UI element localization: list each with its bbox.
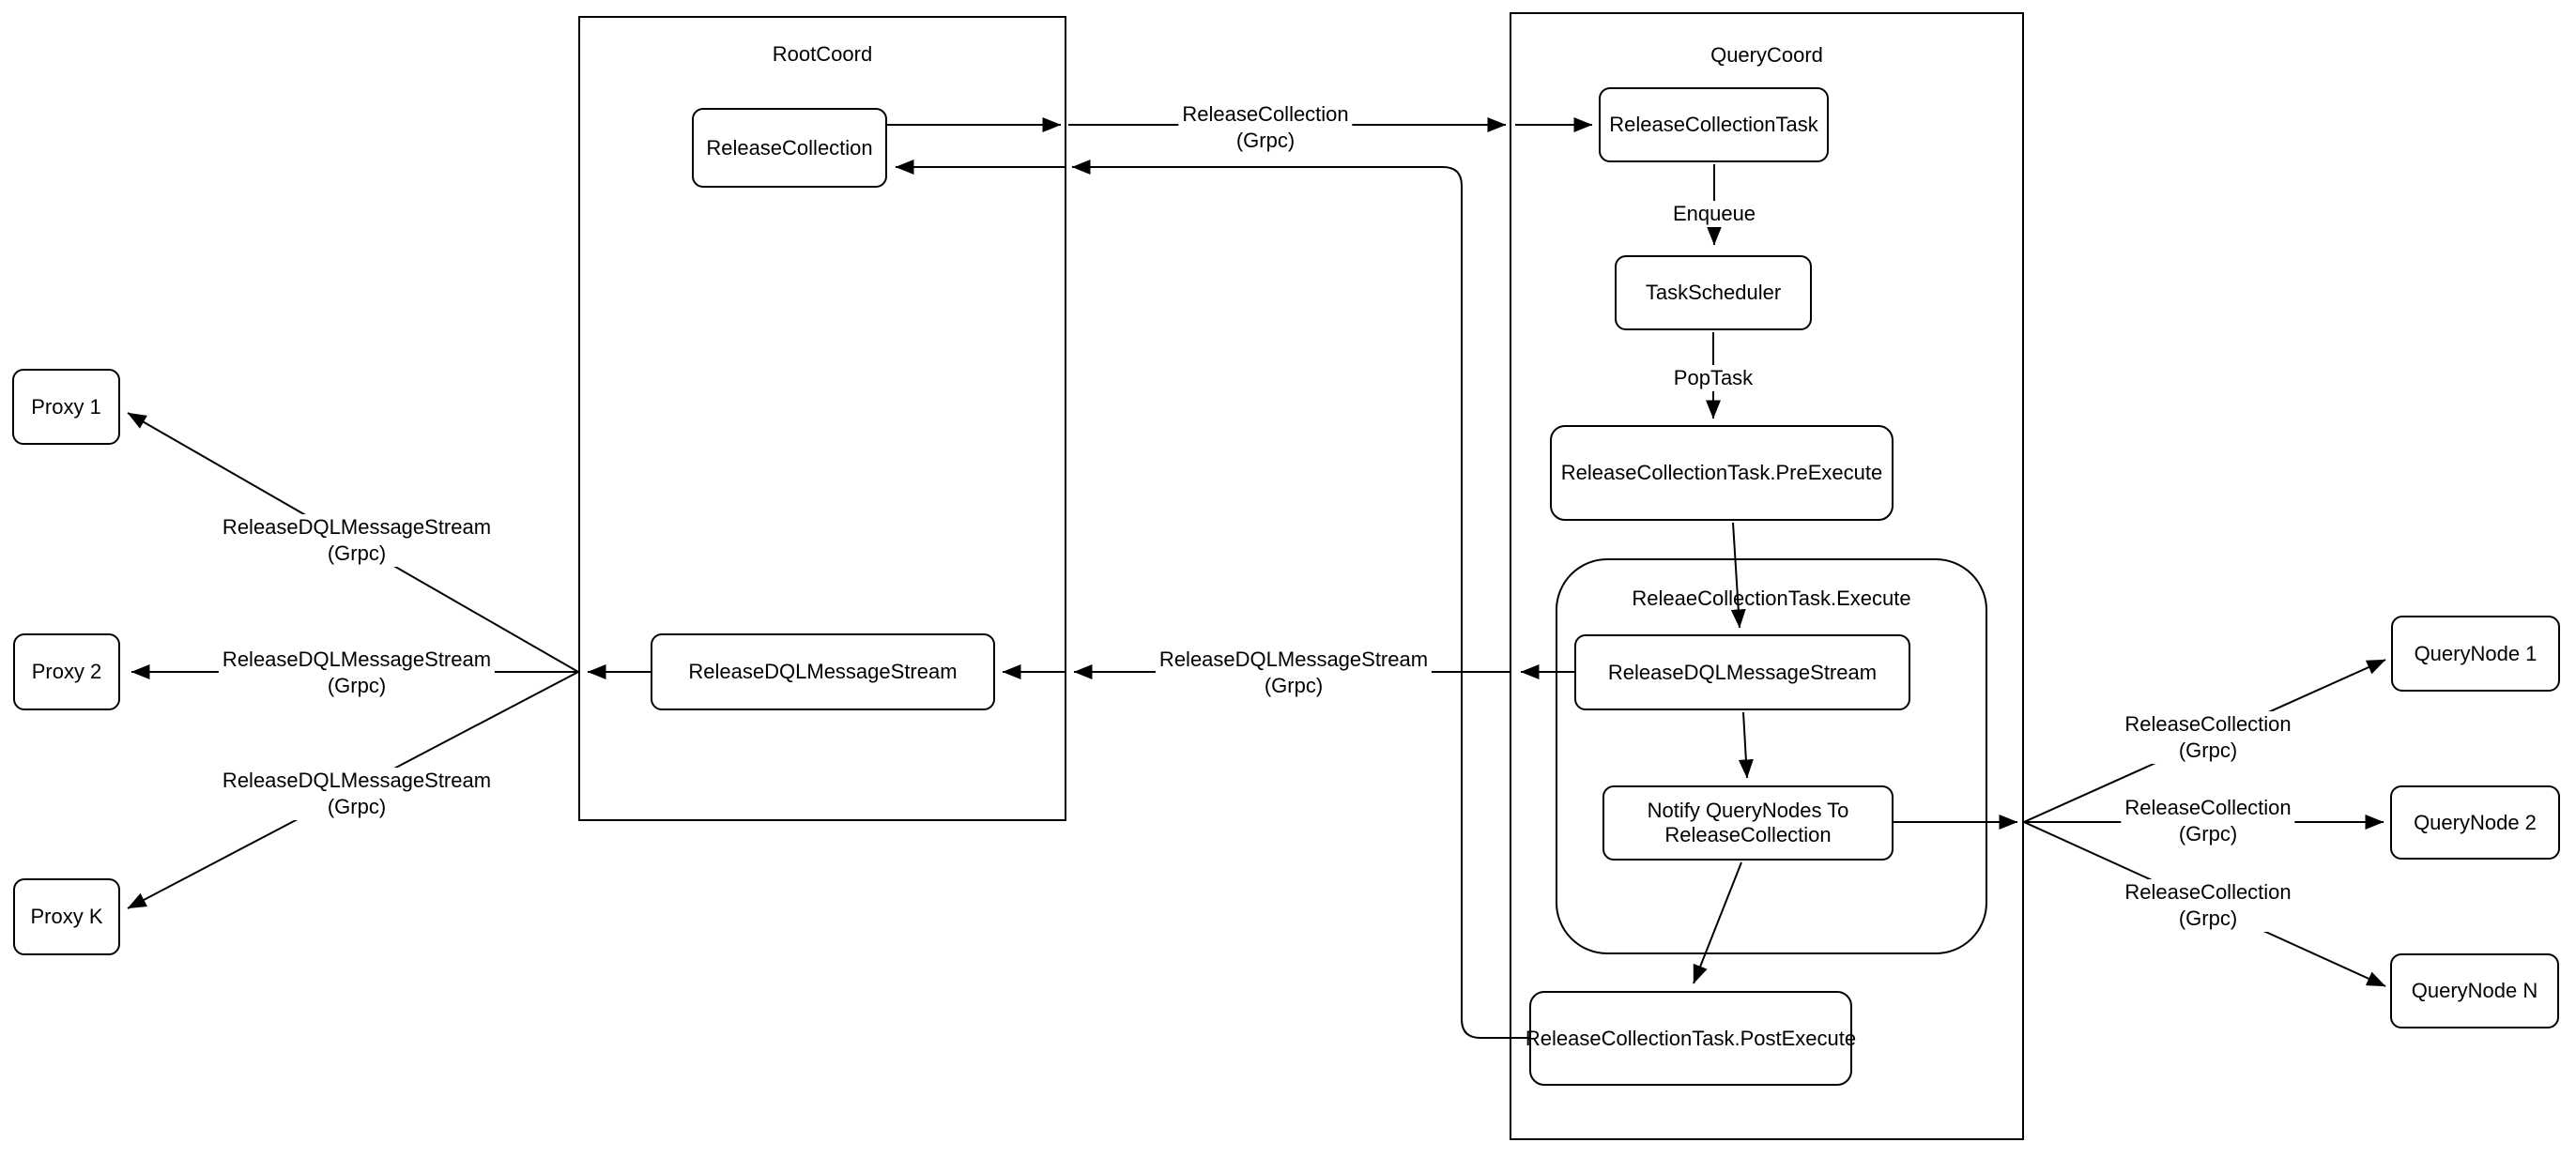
node-post-execute: ReleaseCollectionTask.PostExecute — [1526, 991, 1856, 1086]
edge-label-releasecollection-grpc: ReleaseCollection (Grpc) — [1178, 101, 1353, 154]
node-release-dql-execute: ReleaseDQLMessageStream — [1574, 634, 1910, 710]
node-proxy-2: Proxy 2 — [13, 633, 120, 710]
edge-postexecute-return — [1071, 160, 1529, 1039]
querycoord-title: QueryCoord — [1710, 43, 1823, 67]
node-querynode-n: QueryNode N — [2390, 953, 2559, 1028]
node-proxy-k: Proxy K — [13, 878, 120, 955]
node-pre-execute: ReleaseCollectionTask.PreExecute — [1550, 425, 1894, 521]
edge-label-release-qn2: ReleaseCollection (Grpc) — [2121, 795, 2295, 847]
edge-label-dql-proxy1: ReleaseDQLMessageStream (Grpc) — [218, 514, 496, 567]
edge-label-dql-proxyk: ReleaseDQLMessageStream (Grpc) — [218, 768, 496, 820]
edge-label-enqueue: Enqueue — [1668, 201, 1760, 227]
node-task-scheduler: TaskScheduler — [1615, 255, 1812, 330]
edge-dql-to-notify — [1738, 711, 1754, 779]
edge-label-release-qnn: ReleaseCollection (Grpc) — [2121, 879, 2295, 932]
node-querynode-2: QueryNode 2 — [2390, 785, 2560, 860]
node-notify-querynodes: Notify QueryNodes To ReleaseCollection — [1602, 785, 1894, 861]
edge-label-dql-to-rootcoord: ReleaseDQLMessageStream (Grpc) — [1155, 647, 1433, 699]
node-release-collection: ReleaseCollection — [692, 108, 887, 188]
querycoord-container — [1510, 12, 2024, 1140]
rootcoord-container — [578, 16, 1066, 821]
node-release-collection-task: ReleaseCollectionTask — [1599, 87, 1829, 162]
execute-group-container — [1556, 558, 1987, 954]
edge-preexecute-to-dql — [1730, 522, 1746, 629]
node-proxy-1: Proxy 1 — [12, 369, 120, 445]
edge-label-dql-proxy2: ReleaseDQLMessageStream (Grpc) — [218, 647, 496, 699]
node-querynode-1: QueryNode 1 — [2391, 616, 2560, 692]
execute-group-title: ReleaeCollectionTask.Execute — [1632, 586, 1911, 610]
edge-notify-to-postexecute — [1693, 861, 1742, 984]
edge-label-release-qn1: ReleaseCollection (Grpc) — [2121, 711, 2295, 764]
edge-label-poptask: PopTask — [1669, 365, 1757, 391]
rootcoord-title: RootCoord — [772, 42, 873, 66]
node-release-dql-rootcoord: ReleaseDQLMessageStream — [651, 633, 995, 710]
